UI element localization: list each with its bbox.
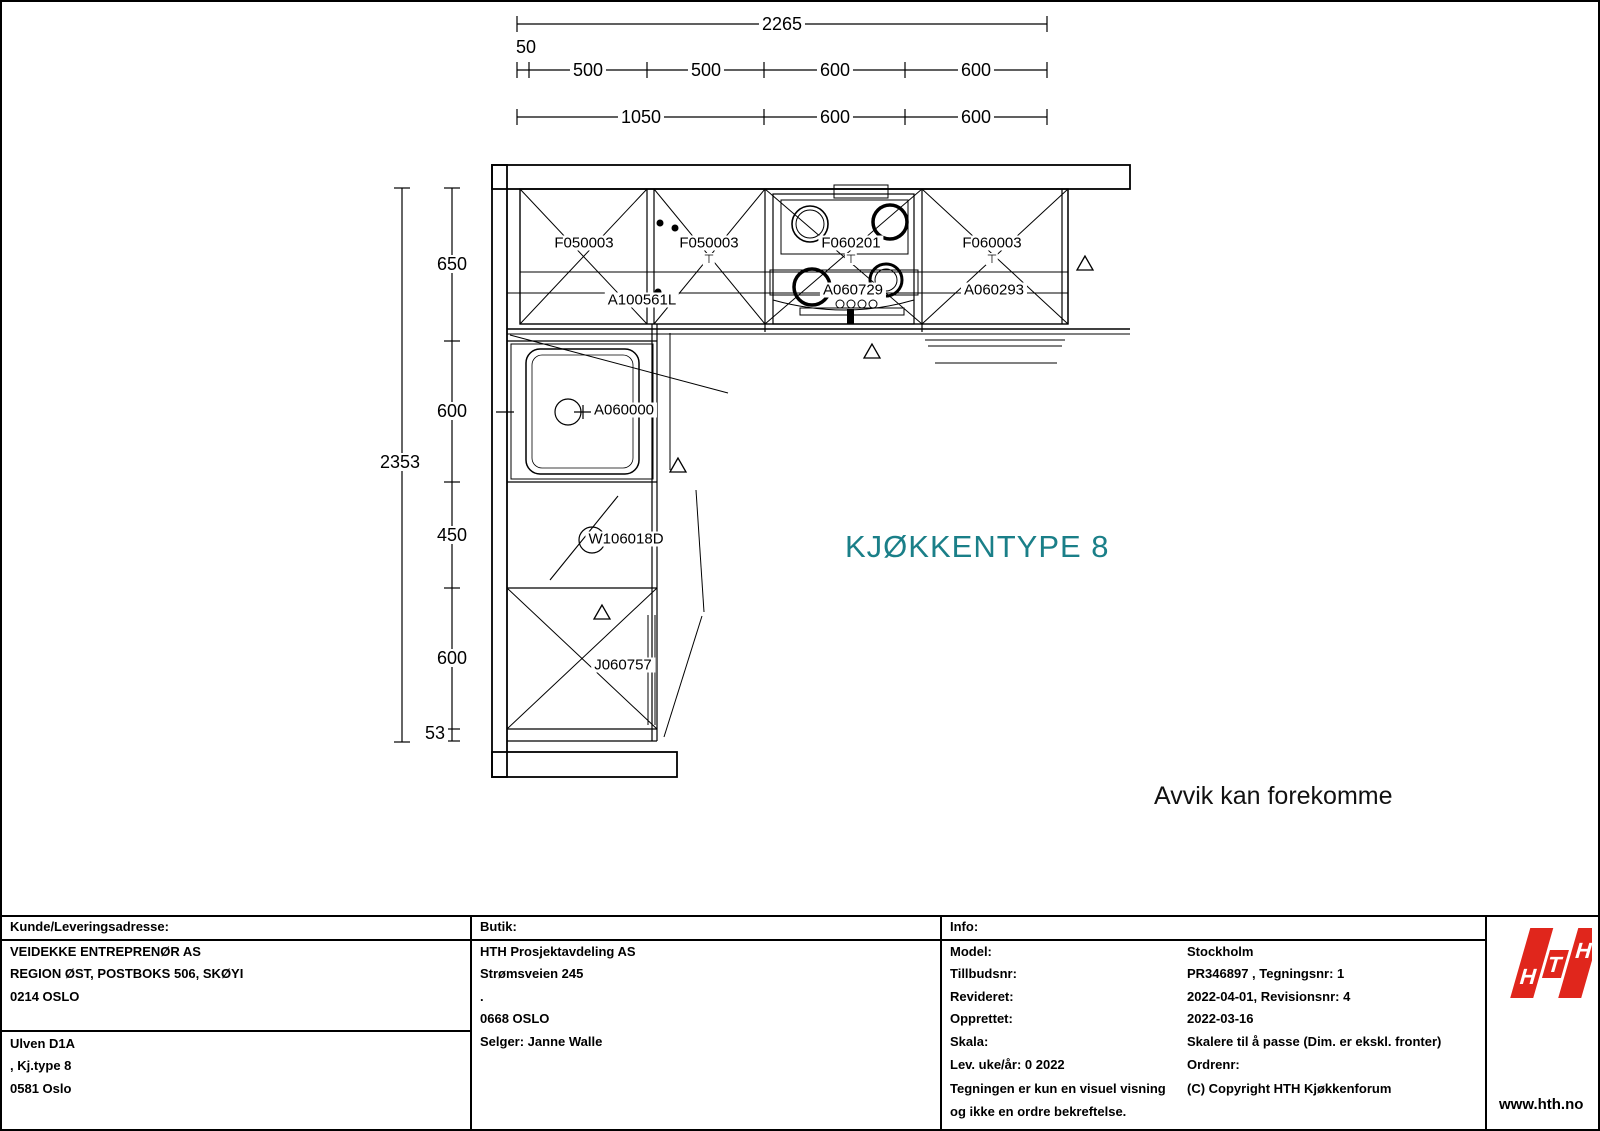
dim-total-width: 2265 <box>758 15 806 33</box>
label-wall-cab-2: F050003 <box>676 235 742 251</box>
dim-left-2: 600 <box>433 402 471 420</box>
titleblock-top-border <box>2 915 1598 917</box>
titleblock-divider-2 <box>940 915 942 1129</box>
plan-title: KJØKKENTYPE 8 <box>845 529 1110 564</box>
label-wall-cab-3: F060003 <box>959 235 1025 251</box>
customer-line: 0214 OSLO <box>10 989 80 1004</box>
info-header: Info: <box>950 919 979 934</box>
dim-left-4: 600 <box>433 649 471 667</box>
label-sink: A060000 <box>590 402 658 418</box>
dim-left-1: 650 <box>433 255 471 273</box>
mount-mark-icon: ⊤ <box>985 252 999 266</box>
info-label: Skala: <box>950 1034 989 1049</box>
dim-top-row3-3: 600 <box>957 108 995 126</box>
customer-line: REGION ØST, POSTBOKS 506, SKØYI <box>10 966 244 981</box>
mount-mark-icon: ⊤ <box>844 252 858 266</box>
titleblock-divider-3 <box>1485 915 1487 1129</box>
disclaimer-text: Avvik kan forekomme <box>1154 782 1393 810</box>
info-label: Tegningen er kun en visuel visning <box>950 1081 1166 1096</box>
label-base-cab-right: A060293 <box>960 282 1028 298</box>
label-wall-cab-1: F050003 <box>551 235 617 251</box>
walls <box>491 164 1131 778</box>
oven-knobs <box>835 299 878 309</box>
label-hob: F060201 <box>818 235 884 251</box>
store-line: HTH Prosjektavdeling AS <box>480 944 636 959</box>
customer-section-divider <box>2 1030 470 1032</box>
info-value: 2022-03-16 <box>1187 1011 1254 1026</box>
label-corner-cab: A100561L <box>604 292 680 308</box>
store-header: Butik: <box>480 919 517 934</box>
dim-total-height: 2353 <box>376 453 424 471</box>
dim-top-row3-1: 1050 <box>617 108 665 126</box>
info-label: Lev. uke/år: 0 2022 <box>950 1057 1065 1072</box>
dim-top-row3-2: 600 <box>816 108 854 126</box>
label-washer: W106018D <box>585 531 667 547</box>
website-link[interactable]: www.hth.no <box>1499 1096 1584 1113</box>
dim-top-row2-1: 500 <box>569 61 607 79</box>
hth-logo: H T H <box>1510 928 1592 998</box>
info-value: (C) Copyright HTH Kjøkkenforum <box>1187 1081 1392 1096</box>
info-value: 2022-04-01, Revisionsnr: 4 <box>1187 989 1351 1004</box>
dim-left-3: 450 <box>433 526 471 544</box>
dim-top-row2-3: 600 <box>816 61 854 79</box>
mount-mark-icon: ⊤ <box>702 252 716 266</box>
info-value: PR346897 , Tegningsnr: 1 <box>1187 966 1345 981</box>
dim-top-row2-4: 600 <box>957 61 995 79</box>
dim-left-5: 53 <box>421 724 449 742</box>
triangle-markers <box>592 254 1095 620</box>
info-label: og ikke en ordre bekreftelse. <box>950 1104 1127 1119</box>
customer-line: VEIDEKKE ENTREPRENØR AS <box>10 944 201 959</box>
store-line: . <box>480 989 484 1004</box>
label-base-cab-lower: J060757 <box>591 657 655 673</box>
store-line: Selger: Janne Walle <box>480 1034 603 1049</box>
info-label: Revideret: <box>950 989 1014 1004</box>
customer-header: Kunde/Leveringsadresse: <box>10 919 169 934</box>
project-line: 0581 Oslo <box>10 1081 72 1096</box>
worktop-detail-lines <box>925 339 1065 364</box>
info-label: Opprettet: <box>950 1011 1013 1026</box>
project-line: Ulven D1A <box>10 1036 76 1051</box>
info-label: Model: <box>950 944 992 959</box>
titleblock-header-divider <box>2 939 1485 941</box>
store-line: Strømsveien 245 <box>480 966 584 981</box>
label-oven: A060729 <box>819 282 887 298</box>
dim-top-row2-2: 500 <box>687 61 725 79</box>
info-label: Tillbudsnr: <box>950 966 1017 981</box>
logo-letter: H <box>1517 964 1540 989</box>
upper-cabinet-row <box>507 188 1130 335</box>
store-line: 0668 OSLO <box>480 1011 550 1026</box>
dim-offset: 50 <box>512 38 540 56</box>
logo-letter: H <box>1572 938 1592 963</box>
info-value: Ordrenr: <box>1187 1057 1240 1072</box>
titleblock-divider-1 <box>470 915 472 1129</box>
info-value: Skalere til å passe (Dim. er ekskl. fron… <box>1187 1034 1442 1049</box>
info-value: Stockholm <box>1187 944 1254 959</box>
handle-dots <box>654 219 679 300</box>
project-line: , Kj.type 8 <box>10 1058 72 1073</box>
